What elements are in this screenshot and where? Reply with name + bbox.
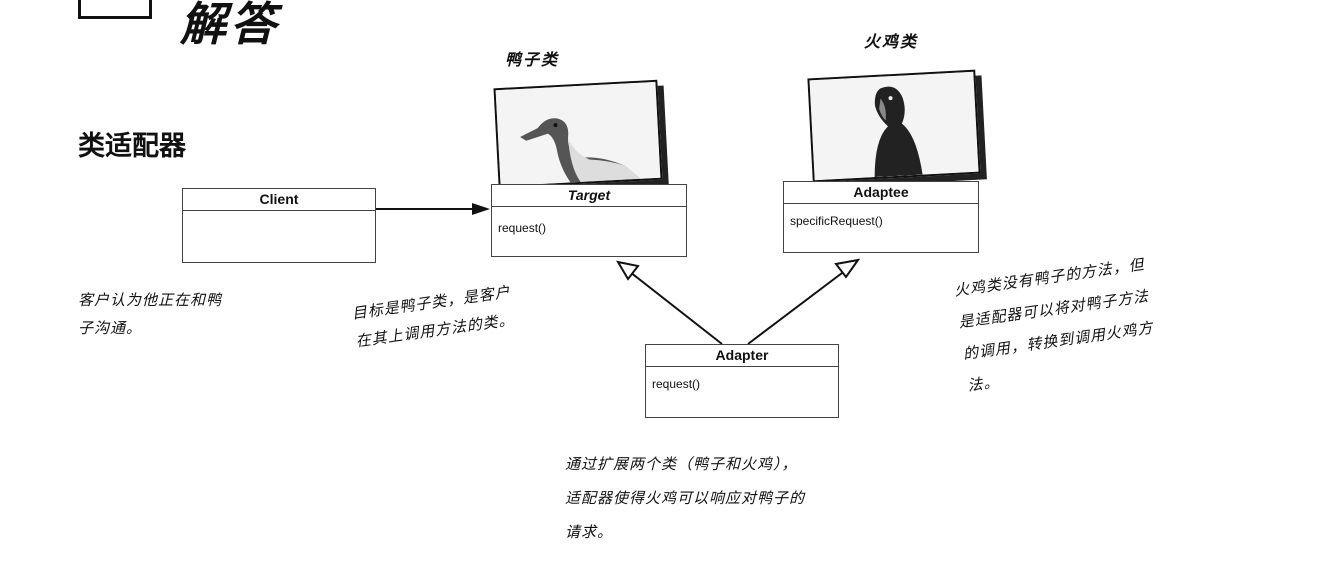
adapter-class-box: Adapter request()	[645, 344, 839, 418]
page-title: 解答	[180, 0, 280, 51]
client-class-methods	[183, 211, 375, 223]
adaptee-class-methods: specificRequest()	[790, 214, 883, 228]
adapter-class-methods: request()	[652, 377, 701, 391]
client-note: 客户认为他正在和鸭 子沟通。	[78, 286, 222, 342]
client-note-line: 子沟通。	[78, 319, 143, 337]
target-class-name: Target	[492, 185, 686, 207]
adapter-class-name: Adapter	[646, 345, 838, 367]
adaptee-class-box: Adaptee specificRequest()	[783, 181, 979, 253]
duck-illustration	[495, 81, 661, 187]
adaptee-class-name: Adaptee	[784, 182, 978, 204]
duck-photo-label: 鸭子类	[505, 50, 560, 69]
client-note-line: 客户认为他正在和鸭	[78, 291, 223, 309]
adapter-note-line: 通过扩展两个类（鸭子和火鸡），	[565, 455, 798, 473]
duck-photo	[493, 79, 663, 189]
adapter-note-line: 请求。	[565, 523, 614, 541]
adapter-note-line: 适配器使得火鸡可以响应对鸭子的	[565, 489, 806, 507]
section-title: 类适配器	[78, 131, 186, 162]
target-class-methods: request()	[498, 221, 547, 235]
turkey-illustration	[809, 71, 979, 181]
turkey-photo	[807, 69, 981, 183]
title-bracket-decoration	[78, 0, 152, 19]
inherit-adaptee-arrowhead	[834, 258, 861, 279]
adaptee-note: 火鸡类没有鸭子的方法，但 是适配器可以将对鸭子方法 的调用，转换到调用火鸡方 法…	[952, 248, 1160, 401]
turkey-photo-label: 火鸡类	[864, 32, 919, 51]
client-class-box: Client	[182, 188, 376, 263]
adapter-to-target-line	[629, 271, 723, 345]
target-class-box: Target request()	[491, 184, 687, 257]
association-arrowhead	[472, 203, 490, 215]
adapter-to-adaptee-line	[747, 269, 847, 345]
adapter-note: 通过扩展两个类（鸭子和火鸡）， 适配器使得火鸡可以响应对鸭子的 请求。	[565, 447, 805, 549]
client-class-name: Client	[183, 189, 375, 211]
inherit-target-arrowhead	[616, 260, 640, 281]
